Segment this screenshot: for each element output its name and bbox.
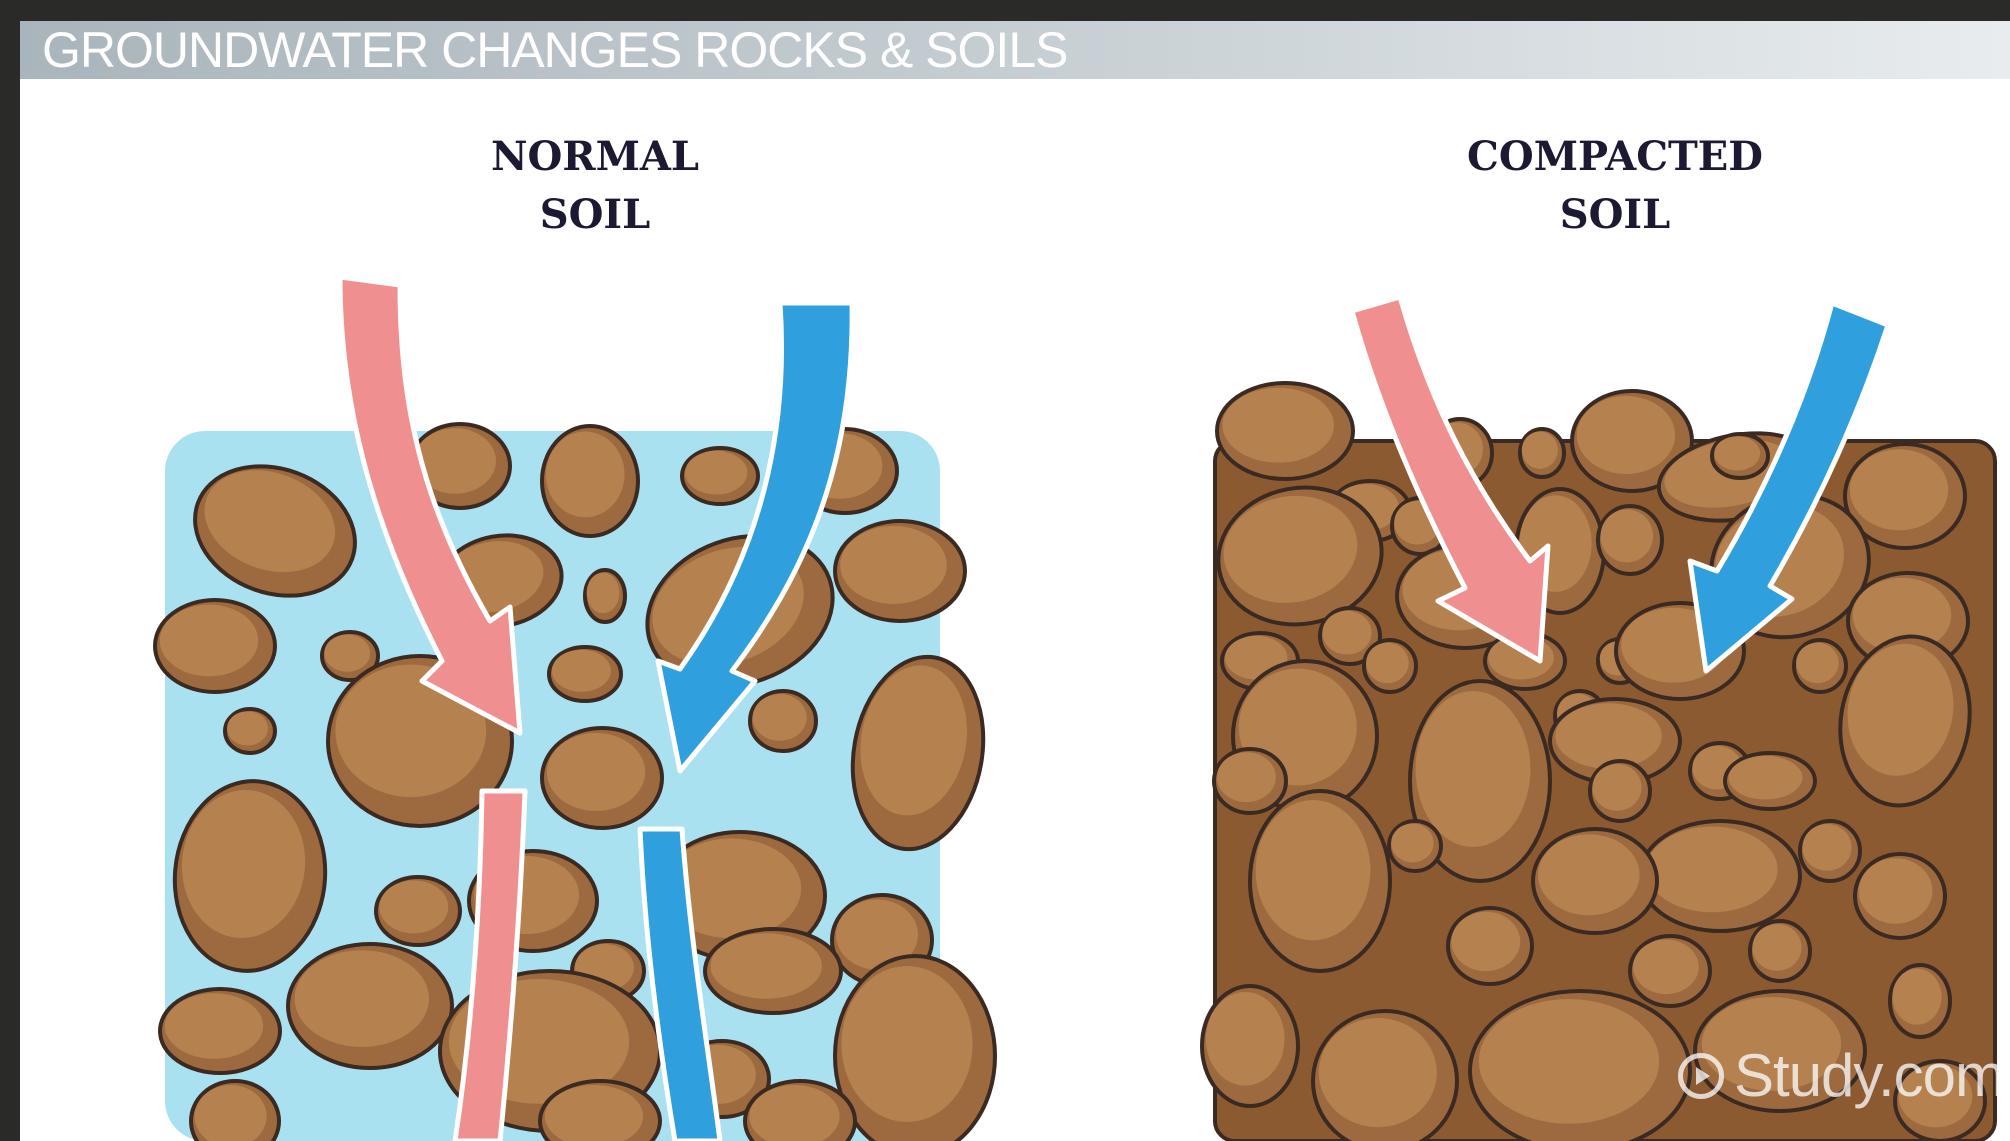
rock [1364,640,1416,692]
rock [376,877,460,945]
rock [1250,791,1390,971]
rock [1794,640,1846,692]
compacted-soil-label-line1: COMPACTED [1445,129,1785,185]
watermark: Study.com [1678,1041,2004,1110]
rock [1520,429,1564,477]
rock [1214,749,1286,813]
rock [542,728,662,828]
page-title: GROUNDWATER CHANGES ROCKS & SOILS [42,23,1067,77]
rock [682,448,758,504]
rock [155,600,275,692]
rock [1202,986,1298,1106]
rock [1855,854,1945,938]
rock [1712,434,1768,478]
rock [1389,821,1441,871]
rock [1590,761,1650,821]
rock [1725,753,1815,809]
rock [750,691,816,751]
watermark-text: Study.com [1734,1041,2004,1110]
rock [160,989,280,1073]
title-bar: GROUNDWATER CHANGES ROCKS & SOILS [20,21,2010,79]
rock [1640,821,1800,931]
rock [1750,921,1810,981]
rock [835,521,965,621]
rock [835,956,995,1141]
rock [1313,1011,1457,1141]
rock [705,929,841,1013]
rock [225,709,275,753]
normal-soil-label-line1: NORMAL [450,129,740,185]
rock [1470,991,1690,1141]
rock [191,1081,279,1141]
rock [1800,821,1860,881]
rock [1448,908,1532,984]
play-icon [1678,1053,1724,1099]
rock [288,944,452,1068]
rock [1890,965,1950,1037]
rock [745,1081,855,1141]
rock [1630,936,1710,1006]
normal-soil-label-line2: SOIL [450,187,740,243]
rock [585,570,625,622]
slide-canvas: GROUNDWATER CHANGES ROCKS & SOILS NORMAL… [20,21,2010,1141]
rock [1598,506,1662,574]
rock [542,426,638,536]
rock [1217,383,1353,479]
rock [1533,829,1657,933]
compacted-soil-label-line2: SOIL [1445,187,1785,243]
rock [549,647,621,701]
